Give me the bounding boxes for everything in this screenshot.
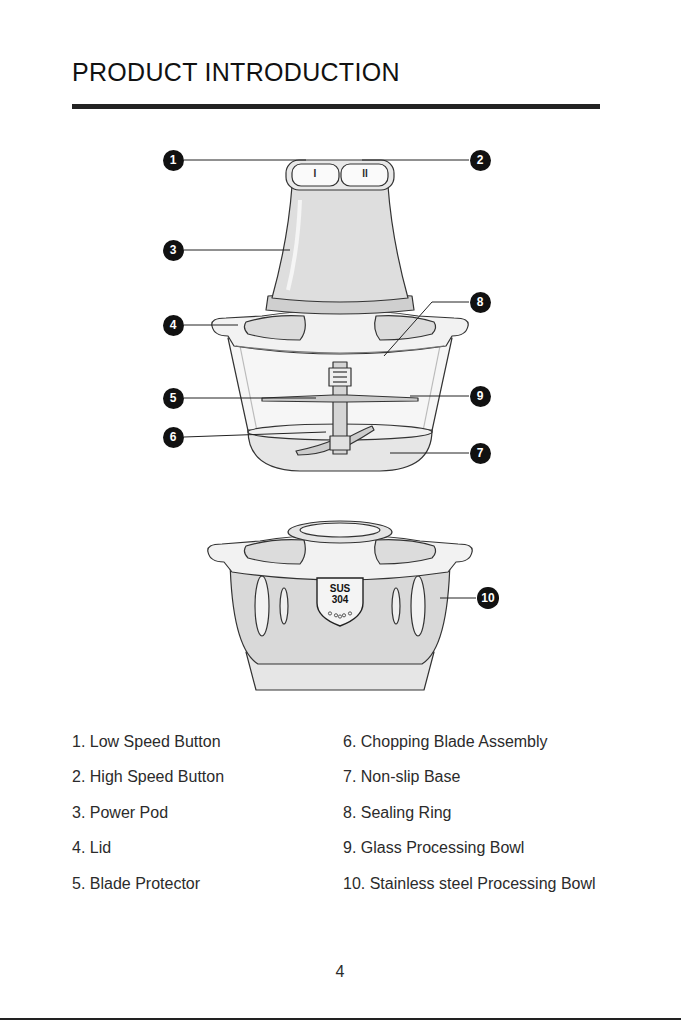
callout-number: 10 — [481, 592, 494, 604]
part-name: 4. Lid — [72, 838, 111, 857]
material-badge: SUS 304 — [315, 576, 365, 628]
part-name: 10. Stainless steel Processing Bowl — [343, 874, 596, 893]
callout-circle: 4 — [163, 315, 184, 336]
callout-circle: 7 — [470, 443, 491, 464]
callout-number: 6 — [170, 431, 177, 443]
page-number: 4 — [336, 962, 345, 981]
part-name: 7. Non-slip Base — [343, 767, 460, 786]
callout-circle: 5 — [163, 388, 184, 409]
callout-circle: 9 — [470, 386, 491, 407]
part-name: 5. Blade Protector — [72, 874, 200, 893]
callout-number: 3 — [170, 244, 177, 256]
callout-number: 2 — [477, 154, 484, 166]
glass-chopper-figure — [212, 160, 468, 471]
button-symbol: I — [314, 168, 317, 180]
callout-number: 8 — [477, 296, 484, 308]
callout-circle: 3 — [163, 240, 184, 261]
callout-circle: 1 — [163, 150, 184, 171]
page-edge-rule — [0, 1018, 681, 1020]
part-name: 6. Chopping Blade Assembly — [343, 732, 548, 751]
callout-number: 4 — [170, 319, 177, 331]
part-name: 2. High Speed Button — [72, 767, 224, 786]
callout-number: 7 — [477, 447, 484, 459]
heading-rule — [72, 104, 600, 109]
page-title: PRODUCT INTRODUCTION — [72, 58, 400, 87]
button-symbol: II — [362, 168, 368, 180]
part-name: 3. Power Pod — [72, 803, 168, 822]
callout-number: 5 — [170, 392, 177, 404]
part-name: 1. Low Speed Button — [72, 732, 221, 751]
steel-bowl-figure — [208, 521, 472, 690]
callout-number: 1 — [170, 154, 177, 166]
part-name: 9. Glass Processing Bowl — [343, 838, 524, 857]
leader-lines — [184, 160, 476, 598]
callout-circle: 6 — [163, 427, 184, 448]
callout-number: 9 — [477, 390, 484, 402]
callout-circle: 2 — [470, 150, 491, 171]
callout-circle: 8 — [470, 292, 491, 313]
badge-text: SUS 304 — [325, 584, 355, 605]
callout-circle: 10 — [477, 587, 498, 608]
part-name: 8. Sealing Ring — [343, 803, 452, 822]
